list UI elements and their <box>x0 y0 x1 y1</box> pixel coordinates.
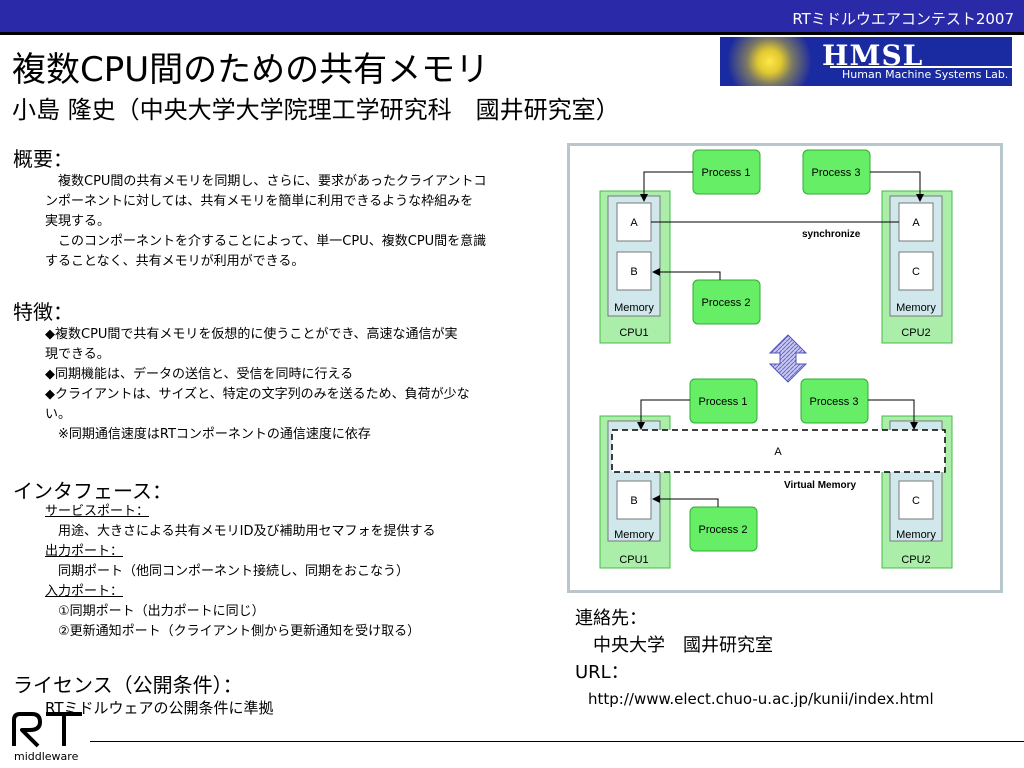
logo-divider <box>830 66 1012 68</box>
features-text: ◆複数CPU間で共有メモリを仮想的に使うことができ、高速な通信が実 現できる。 … <box>45 325 470 445</box>
rt-middleware-logo: middleware <box>8 710 88 768</box>
interface-text: サービスポート： 用途、大きさによる共有メモリID及び補助用セマフォを提供する … <box>45 502 435 642</box>
overview-line: このコンポーネントを介することによって、単一CPU、複数CPU間を意識 <box>45 234 487 249</box>
transform-double-arrow <box>768 334 808 383</box>
logo-sub-text: Human Machine Systems Lab. <box>842 68 1009 81</box>
bottom-process3-arrow <box>868 399 918 430</box>
top-process2-arrow <box>652 268 721 280</box>
hmsl-logo: HMSL Human Machine Systems Lab. <box>720 37 1012 86</box>
bottom-process1-box <box>689 378 758 424</box>
bottom-cpu1-memory-label: Memory <box>614 529 654 541</box>
virtual-memory-a-label: A <box>774 446 782 458</box>
bottom-process3-label: Process 3 <box>810 396 859 408</box>
in-port-desc-1: ①同期ポート（出力ポートに同じ） <box>58 604 265 619</box>
features-line: ※同期通信速度はRTコンポーネントの通信速度に依存 <box>45 427 371 442</box>
top-process3-arrow <box>870 171 924 202</box>
contact-url-link[interactable]: http://www.elect.chuo-u.ac.jp/kunii/inde… <box>588 690 934 708</box>
overview-line: 実現する。 <box>45 214 111 229</box>
bottom-cpu2-c-box <box>898 480 934 520</box>
top-cpu1-label: CPU1 <box>619 327 648 339</box>
features-line: ◆同期機能は、データの送信と、受信を同時に行える <box>45 367 354 382</box>
features-line: ◆クライアントは、サイズと、特定の文字列のみを送るため、負荷が少な <box>45 387 470 402</box>
footer-rule <box>90 741 1024 742</box>
logo-sun-graphic <box>720 37 830 86</box>
top-process1-arrow <box>640 171 693 202</box>
bottom-cpu2-c-label: C <box>912 495 920 507</box>
top-cpu1-b-label: B <box>630 266 637 278</box>
top-cpu2-a-box <box>898 202 934 242</box>
bottom-process3-box <box>800 378 869 424</box>
contact-block: 連絡先： 中央大学 國井研究室 URL： http://www.elect.ch… <box>575 605 934 713</box>
top-sync-label: synchronize <box>802 229 861 240</box>
url-label: URL： <box>575 662 629 683</box>
service-port-desc: 用途、大きさによる共有メモリID及び補助用セマフォを提供する <box>58 524 436 539</box>
bottom-cpu1-label: CPU1 <box>619 554 648 566</box>
top-process2-box <box>692 279 761 325</box>
bottom-process1-arrow <box>637 399 690 430</box>
out-port-desc: 同期ポート（他同コンポーネント接続し、同期をおこなう） <box>58 564 410 579</box>
event-name: RTミドルウエアコンテスト2007 <box>792 10 1014 28</box>
overview-line: することなく、共有メモリが利用ができる。 <box>45 254 305 269</box>
license-text: RTミドルウェアの公開条件に準拠 <box>45 699 274 717</box>
top-process3-label: Process 3 <box>812 167 861 179</box>
bottom-process2-box <box>689 506 758 552</box>
top-cpu2-memory-label: Memory <box>896 302 936 314</box>
in-port-label: 入力ポート： <box>45 584 124 599</box>
interface-heading: インタフェース： <box>13 479 172 503</box>
bottom-process2-label: Process 2 <box>699 524 748 536</box>
overview-text: 複数CPU間の共有メモリを同期し、さらに、要求があったクライアントコ ンポーネン… <box>45 172 487 272</box>
bottom-cpu1-b-box <box>616 480 652 520</box>
features-line: ◆複数CPU間で共有メモリを仮想的に使うことができ、高速な通信が実 <box>45 327 458 342</box>
service-port-label: サービスポート： <box>45 504 150 519</box>
features-line: い。 <box>45 407 72 422</box>
author-line: 小島 隆史（中央大学大学院理工学研究科 國井研究室） <box>12 96 620 124</box>
top-process1-label: Process 1 <box>702 167 751 179</box>
top-cpu1-a-box <box>616 202 652 242</box>
header-bar: RTミドルウエアコンテスト2007 <box>0 0 1024 35</box>
page-title: 複数CPU間のための共有メモリ <box>12 50 490 90</box>
overview-heading: 概要： <box>13 147 73 171</box>
features-heading: 特徴： <box>13 300 73 324</box>
in-port-desc-2: ②更新通知ポート（クライアント側から更新通知を受け取る） <box>58 624 421 639</box>
shared-memory-diagram: A B Memory CPU1 A C Memory CPU2 synchron… <box>567 143 1003 593</box>
top-cpu2-c-box <box>898 251 934 291</box>
out-port-label: 出力ポート： <box>45 544 124 559</box>
overview-line: 複数CPU間の共有メモリを同期し、さらに、要求があったクライアントコ <box>45 174 487 189</box>
top-cpu1-memory-label: Memory <box>614 302 654 314</box>
virtual-memory-label: Virtual Memory <box>784 480 856 491</box>
top-cpu2-c-label: C <box>912 266 920 278</box>
diagram-svg: A B Memory CPU1 A C Memory CPU2 synchron… <box>599 149 953 569</box>
top-process2-label: Process 2 <box>702 297 751 309</box>
features-line: 現できる。 <box>45 347 110 362</box>
top-cpu1-a-label: A <box>630 217 638 229</box>
bottom-cpu2-memory-label: Memory <box>896 529 936 541</box>
contact-heading: 連絡先： <box>575 608 647 629</box>
license-heading: ライセンス（公開条件）： <box>13 673 243 697</box>
bottom-process2-arrow <box>652 495 719 507</box>
overview-line: ンポーネントに対しては、共有メモリを簡単に利用できるような枠組みを <box>45 194 474 209</box>
bottom-cpu1-b-label: B <box>630 495 637 507</box>
rt-logo-subtext: middleware <box>14 750 79 763</box>
bottom-process1-label: Process 1 <box>699 396 748 408</box>
contact-org: 中央大学 國井研究室 <box>593 635 773 656</box>
bottom-cpu2-label: CPU2 <box>901 554 930 566</box>
top-cpu2-a-label: A <box>912 217 920 229</box>
top-cpu1-b-box <box>616 251 652 291</box>
top-cpu2-label: CPU2 <box>901 327 930 339</box>
rt-logo-mark <box>12 712 82 748</box>
virtual-memory-box <box>611 429 946 473</box>
